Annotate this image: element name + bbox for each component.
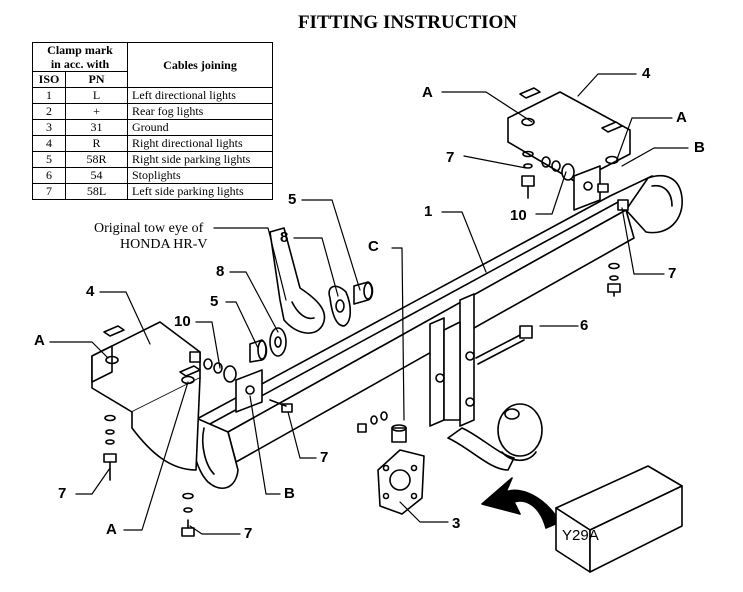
spacer-lower xyxy=(249,327,287,363)
ball-mount xyxy=(357,293,543,515)
left-bracket xyxy=(91,321,263,471)
label-7-bottom: 7 xyxy=(244,525,252,542)
label-7-middle: 7 xyxy=(320,449,328,466)
table-row: 7 58L Left side parking lights xyxy=(32,183,273,200)
clamp-mark-table: Clamp mark in acc. with Cables joining I… xyxy=(32,42,273,200)
right-bolt-stack xyxy=(521,150,629,297)
label-7-top: 7 xyxy=(446,149,454,166)
cable-cell: Right directional lights xyxy=(127,135,273,152)
original-tow-eye xyxy=(269,227,326,334)
pn-cell: 58R xyxy=(65,151,128,168)
arrow-to-box xyxy=(481,477,561,529)
label-6: 6 xyxy=(580,317,588,334)
label-1: 1 xyxy=(424,203,432,220)
label-5-top: 5 xyxy=(288,191,296,208)
left-bolt-stack xyxy=(103,399,293,537)
label-a-top: A xyxy=(422,84,433,101)
label-a-left: A xyxy=(34,332,45,349)
table-row: 4 R Right directional lights xyxy=(32,135,273,152)
table-row: 1 L Left directional lights xyxy=(32,87,273,104)
box-label: Y29A xyxy=(562,527,599,544)
cable-cell: Left side parking lights xyxy=(127,183,273,200)
label-10-right: 10 xyxy=(510,207,527,224)
spacer-upper xyxy=(328,281,374,327)
page-title: FITTING INSTRUCTION xyxy=(297,12,518,33)
table-row: 3 31 Ground xyxy=(32,119,273,136)
label-4-left: 4 xyxy=(86,283,95,300)
label-b-bottom: B xyxy=(284,485,295,502)
label-8-top: 8 xyxy=(280,229,288,246)
label-b-right: B xyxy=(694,139,705,156)
label-a-right: A xyxy=(676,109,687,126)
pn-cell: 54 xyxy=(65,167,128,184)
table-row: 6 54 Stoplights xyxy=(32,167,273,184)
header-pn: PN xyxy=(65,71,128,88)
left-washer-set xyxy=(189,351,237,383)
label-3: 3 xyxy=(452,515,460,532)
cable-cell: Left directional lights xyxy=(127,87,273,104)
table-row: 2 + Rear fog lights xyxy=(32,103,273,120)
label-c: C xyxy=(368,238,379,255)
pn-cell: 58L xyxy=(65,183,128,200)
label-7-right: 7 xyxy=(668,265,676,282)
label-4-right: 4 xyxy=(642,65,651,82)
label-5-left: 5 xyxy=(210,293,218,310)
label-7-left: 7 xyxy=(58,485,66,502)
label-8-left: 8 xyxy=(216,263,224,280)
leader-lines xyxy=(49,73,689,535)
label-a-bottom: A xyxy=(106,521,117,538)
electrical-kit-box xyxy=(555,465,683,573)
tow-eye-note-line2: HONDA HR-V xyxy=(120,237,208,252)
right-bracket xyxy=(507,87,631,211)
label-10-left: 10 xyxy=(174,313,191,330)
tow-eye-note-line1: Original tow eye of xyxy=(94,221,204,236)
header-cables-joining: Cables joining xyxy=(127,42,273,88)
